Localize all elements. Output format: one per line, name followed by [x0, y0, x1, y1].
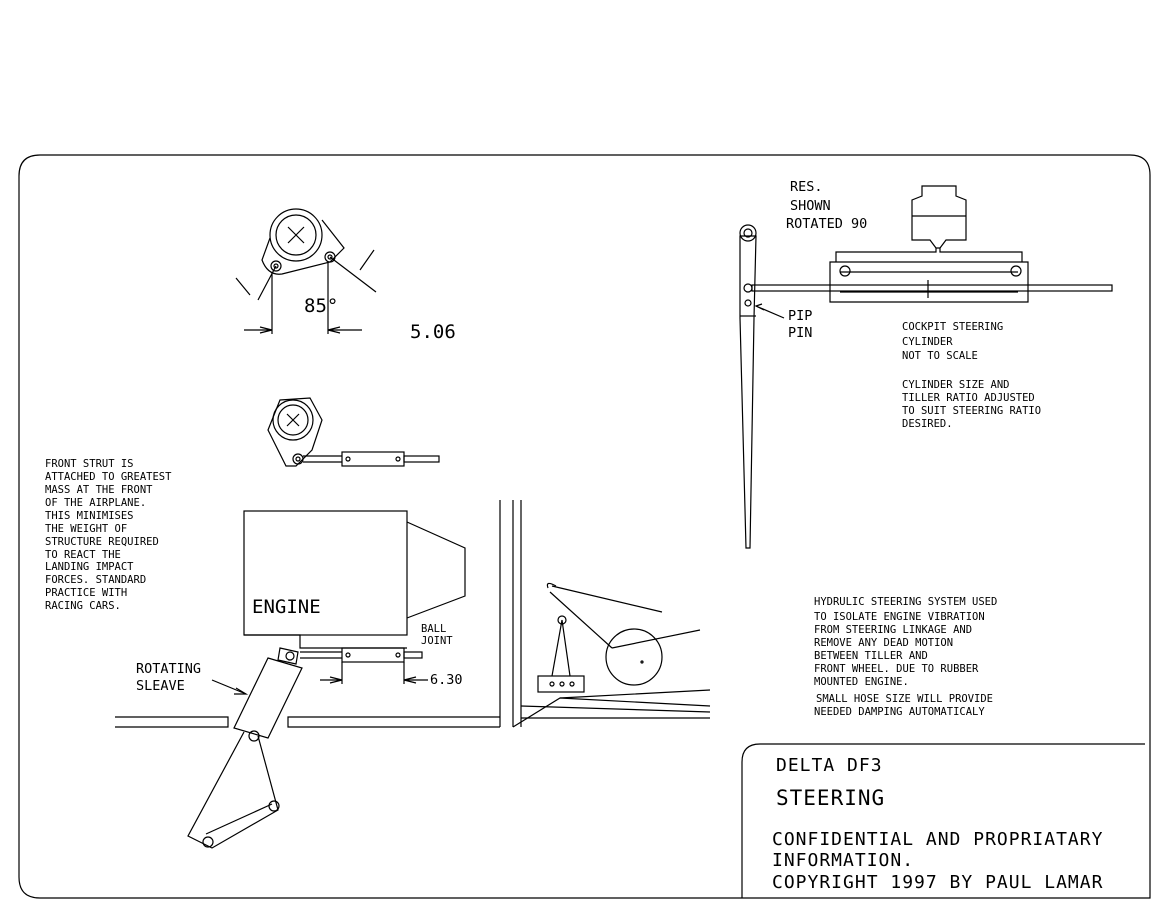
svg-text:TO REACT THE: TO REACT THE	[45, 549, 121, 561]
front-strut: ROTATING SLEAVE	[136, 647, 303, 849]
svg-text:SMALL HOSE SIZE WILL PROVIDE: SMALL HOSE SIZE WILL PROVIDE	[816, 693, 993, 705]
title-block: DELTA DF3 STEERING CONFIDENTIAL AND PROP…	[741, 743, 1145, 898]
svg-text:THIS MINIMISES: THIS MINIMISES	[45, 510, 134, 522]
svg-text:NOT TO SCALE: NOT TO SCALE	[902, 350, 978, 362]
confidential-line-2: INFORMATION.	[772, 850, 914, 871]
engine-label: ENGINE	[252, 596, 321, 618]
copyright-line: COPYRIGHT 1997 BY PAUL LAMAR	[772, 872, 1103, 893]
svg-text:TILLER RATIO ADJUSTED: TILLER RATIO ADJUSTED	[902, 392, 1035, 404]
confidential-line-1: CONFIDENTIAL AND PROPRIATARY	[772, 829, 1103, 850]
airframe-lines	[115, 500, 711, 728]
svg-text:MOUNTED ENGINE.: MOUNTED ENGINE.	[814, 676, 909, 688]
steering-arm-top-view: 85° 5.06	[235, 208, 456, 343]
svg-text:FROM STEERING LINKAGE AND: FROM STEERING LINKAGE AND	[814, 624, 972, 636]
svg-text:SLEAVE: SLEAVE	[136, 678, 185, 694]
svg-text:BALL: BALL	[421, 623, 446, 635]
pedal-wheel-assembly	[537, 582, 701, 693]
svg-text:RES.: RES.	[790, 179, 823, 195]
angle-dimension: 85°	[304, 295, 338, 317]
svg-text:TO SUIT STEERING RATIO: TO SUIT STEERING RATIO	[902, 405, 1041, 417]
svg-text:REMOVE ANY DEAD MOTION: REMOVE ANY DEAD MOTION	[814, 637, 953, 649]
svg-text:FRONT STRUT IS: FRONT STRUT IS	[45, 458, 134, 470]
svg-text:CYLINDER SIZE AND: CYLINDER SIZE AND	[902, 379, 1009, 391]
engine-assembly: ENGINE BALL JOINT 6.30	[243, 510, 466, 688]
svg-text:COCKPIT STEERING: COCKPIT STEERING	[902, 321, 1003, 333]
svg-text:OF THE AIRPLANE.: OF THE AIRPLANE.	[45, 497, 146, 509]
svg-text:STRUCTURE REQUIRED: STRUCTURE REQUIRED	[45, 536, 159, 548]
svg-text:LANDING IMPACT: LANDING IMPACT	[45, 561, 134, 573]
svg-text:THE WEIGHT OF: THE WEIGHT OF	[45, 523, 127, 535]
drawing-border	[18, 154, 1151, 899]
svg-text:HYDRULIC STEERING SYSTEM USED: HYDRULIC STEERING SYSTEM USED	[814, 596, 997, 608]
front-strut-note: FRONT STRUT IS ATTACHED TO GREATEST MASS…	[45, 458, 172, 612]
cylinder-notes: COCKPIT STEERING CYLINDER NOT TO SCALE C…	[902, 321, 1041, 430]
svg-text:NEEDED DAMPING AUTOMATICALY: NEEDED DAMPING AUTOMATICALY	[814, 706, 985, 718]
svg-text:PIN: PIN	[788, 325, 812, 341]
svg-text:SHOWN: SHOWN	[790, 198, 831, 214]
hydraulic-note: HYDRULIC STEERING SYSTEM USED TO ISOLATE…	[814, 596, 997, 718]
svg-text:TO ISOLATE ENGINE VIBRATION: TO ISOLATE ENGINE VIBRATION	[814, 611, 985, 623]
steering-arm-linkage	[267, 397, 440, 467]
svg-text:FORCES. STANDARD: FORCES. STANDARD	[45, 574, 146, 586]
svg-text:ROTATING: ROTATING	[136, 661, 201, 677]
svg-text:JOINT: JOINT	[421, 635, 453, 647]
project-title: DELTA DF3	[776, 755, 883, 776]
svg-text:MASS AT THE FRONT: MASS AT THE FRONT	[45, 484, 153, 496]
svg-text:CYLINDER: CYLINDER	[902, 336, 953, 348]
svg-text:BETWEEN TILLER AND: BETWEEN TILLER AND	[814, 650, 928, 662]
sheet-title: STEERING	[776, 786, 885, 810]
svg-text:ROTATED 90: ROTATED 90	[786, 216, 867, 232]
arm-length-dimension: 5.06	[410, 321, 456, 343]
clearance-dimension: 6.30	[430, 672, 463, 688]
svg-text:PIP: PIP	[788, 308, 812, 324]
svg-text:ATTACHED TO GREATEST: ATTACHED TO GREATEST	[45, 471, 172, 483]
svg-text:FRONT WHEEL. DUE TO RUBBER: FRONT WHEEL. DUE TO RUBBER	[814, 663, 979, 675]
cockpit-steering-cylinder: RES. SHOWN ROTATED 90 PIP PIN	[739, 179, 1113, 549]
svg-text:RACING CARS.: RACING CARS.	[45, 600, 121, 612]
svg-text:DESIRED.: DESIRED.	[902, 418, 953, 430]
svg-text:PRACTICE WITH: PRACTICE WITH	[45, 587, 127, 599]
